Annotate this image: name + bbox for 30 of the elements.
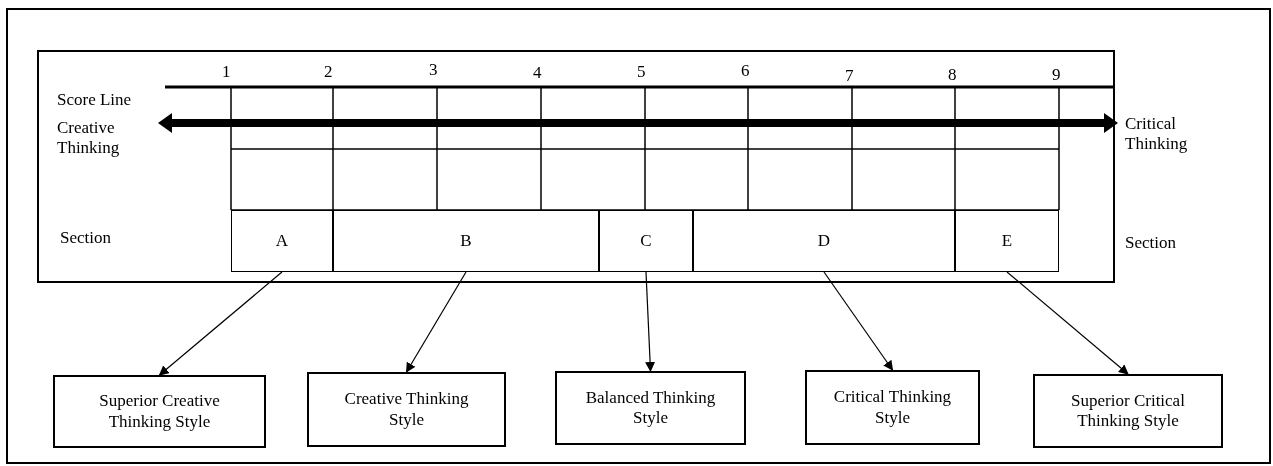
row-label: Section [60, 228, 111, 248]
section-cell: E [955, 210, 1059, 272]
arrow [645, 271, 656, 372]
section-cell: D [693, 210, 955, 272]
style-box: Creative Thinking Style [307, 372, 506, 447]
axis-label: Score Line [57, 90, 132, 110]
tick-number: 9 [1052, 65, 1061, 85]
tick-number: 1 [222, 62, 231, 82]
tick-number: 3 [429, 60, 438, 80]
tick-number: 2 [324, 62, 333, 82]
arrow [1006, 271, 1129, 375]
style-box: Balanced Thinking Style [555, 371, 746, 445]
arrow [158, 271, 283, 376]
tick-number: 4 [533, 63, 542, 83]
style-box: Superior Creative Thinking Style [53, 375, 266, 448]
section-cell: C [599, 210, 693, 272]
tick-number: 8 [948, 65, 957, 85]
tick-number: 6 [741, 61, 750, 81]
section-cell: B [333, 210, 599, 272]
tick-number: 7 [845, 66, 854, 86]
panel-frame [37, 50, 1115, 283]
row-label: Section [1125, 233, 1176, 253]
section-cell: A [231, 210, 333, 272]
style-box: Critical Thinking Style [805, 370, 980, 445]
pole-label: Critical Thinking [1125, 114, 1189, 154]
tick-number: 5 [637, 62, 646, 82]
arrow [823, 271, 894, 371]
arrow [405, 271, 467, 373]
pole-label: Creative Thinking [57, 118, 121, 158]
style-box: Superior Critical Thinking Style [1033, 374, 1223, 448]
